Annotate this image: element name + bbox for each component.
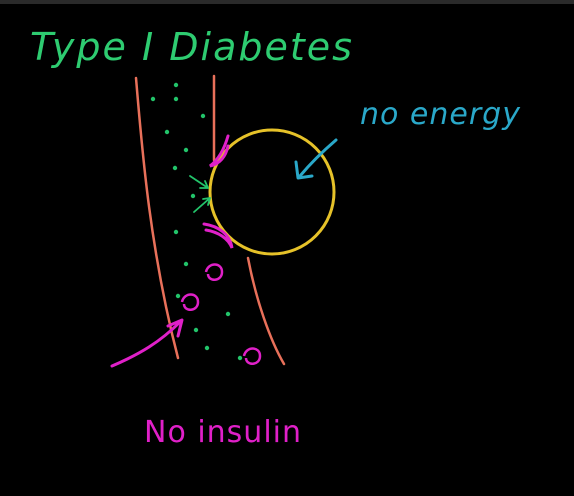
- glucose-dot: [164, 129, 170, 135]
- glucose-dot: [173, 82, 179, 88]
- insulin-label: No insulin: [144, 415, 302, 450]
- top-bar: [0, 0, 574, 4]
- insulin-arrow: [110, 320, 182, 368]
- empty-receptors: [180, 263, 262, 365]
- glucose-dot: [237, 355, 243, 361]
- glucose-dot: [225, 311, 231, 317]
- glucose-dot: [172, 165, 178, 171]
- vessel-wall-right-lower: [246, 256, 286, 366]
- glucose-dot: [183, 147, 189, 153]
- cell-circle: [208, 128, 336, 256]
- glucose-dot: [190, 193, 196, 199]
- glucose-dots: [150, 82, 243, 361]
- glucose-dot: [193, 327, 199, 333]
- receptor-upper: [209, 134, 230, 168]
- glucose-arrow-upper: [189, 175, 209, 189]
- insulin-arrow-head: [166, 318, 184, 338]
- glucose-dot: [200, 113, 206, 119]
- empty-receptor: [180, 293, 200, 311]
- title-text: Type I Diabetes: [30, 25, 354, 69]
- receptor-lower: [202, 222, 234, 249]
- energy-arrow-head: [294, 160, 314, 180]
- glucose-dot: [183, 261, 189, 267]
- empty-receptor: [204, 263, 224, 281]
- glucose-dot: [173, 96, 179, 102]
- energy-label: no energy: [360, 97, 521, 132]
- energy-arrow: [298, 138, 338, 178]
- vessel-wall-left: [134, 76, 180, 360]
- empty-receptor: [242, 347, 262, 365]
- glucose-dot: [173, 229, 179, 235]
- glucose-arrow-lower: [193, 197, 211, 213]
- glucose-dot: [175, 293, 181, 299]
- glucose-dot: [204, 345, 210, 351]
- glucose-dot: [150, 96, 156, 102]
